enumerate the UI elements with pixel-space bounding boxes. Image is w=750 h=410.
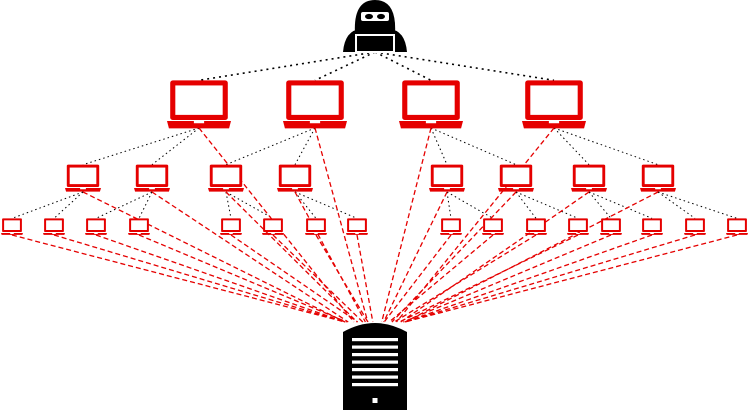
bot-laptop-icon (684, 218, 706, 235)
command-link (225, 127, 316, 166)
command-link (294, 191, 317, 219)
bot-laptop-icon (283, 80, 347, 129)
command-link (374, 51, 555, 82)
bot-laptop-icon (134, 164, 170, 192)
bot-laptop-icon (525, 218, 547, 235)
bot-laptop-icon (640, 164, 676, 192)
bot-laptop-icon (220, 218, 242, 235)
attack-link (225, 191, 358, 323)
attack-link (230, 234, 359, 323)
attack-link (383, 234, 452, 323)
command-link (446, 191, 494, 219)
attack-link (138, 234, 347, 323)
attack-link (53, 234, 346, 323)
bot-laptop-icon (262, 218, 284, 235)
command-link (294, 127, 316, 165)
server-icon (343, 323, 407, 410)
command-link (53, 191, 84, 219)
bot-laptop-icon (567, 218, 589, 235)
command-link (553, 127, 590, 166)
attack-links (11, 127, 738, 323)
attack-link (294, 191, 366, 323)
command-link (515, 191, 537, 219)
command-link (151, 127, 200, 166)
command-link (138, 191, 153, 219)
bot-laptop-icon (167, 80, 231, 129)
bot-laptop-icon (600, 218, 622, 235)
command-link (198, 51, 376, 82)
command-link (588, 191, 612, 219)
attack-link (404, 234, 696, 323)
attack-link (82, 191, 346, 323)
command-link (588, 191, 653, 219)
hacker-icon (343, 0, 407, 53)
bot-laptop-icon (482, 218, 504, 235)
attack-link (404, 234, 738, 323)
attack-link (272, 234, 364, 323)
command-link (374, 51, 432, 82)
attack-link (395, 127, 555, 323)
attack-link (381, 127, 432, 323)
attack-link (315, 234, 369, 323)
attack-link (388, 234, 494, 323)
attack-link (404, 234, 653, 323)
bot-laptop-icon (1, 218, 23, 235)
attack-link (399, 234, 579, 323)
command-link (657, 191, 696, 219)
command-link (225, 191, 232, 219)
attack-link (391, 191, 517, 323)
command-link (657, 191, 738, 219)
attack-link (393, 234, 537, 323)
command-link (314, 51, 376, 82)
bot-laptop-icon (429, 164, 465, 192)
attack-link (151, 191, 349, 323)
bot-laptop-icon (498, 164, 534, 192)
attack-link (400, 191, 590, 323)
bot-laptop-icon (85, 218, 107, 235)
bot-laptop-icon (571, 164, 607, 192)
command-link (95, 191, 153, 219)
bot-laptop-icon (440, 218, 462, 235)
bot-laptop-icon (305, 218, 327, 235)
bot-laptop-icon (522, 80, 586, 129)
attack-link (95, 234, 346, 323)
command-link (82, 127, 200, 166)
bot-laptop-icon (208, 164, 244, 192)
bot-laptop-icon (65, 164, 101, 192)
command-link (294, 191, 358, 219)
bot-laptop-icon (43, 218, 65, 235)
bot-laptop-icon (128, 218, 150, 235)
bot-laptop-icon (277, 164, 313, 192)
bot-laptop-icon (346, 218, 368, 235)
bot-laptop-icon (726, 218, 748, 235)
attack-link (314, 127, 369, 323)
command-link (430, 127, 517, 166)
command-link (553, 127, 659, 166)
attack-link (403, 234, 612, 323)
attack-link (356, 234, 374, 323)
attack-link (383, 191, 448, 323)
command-link (446, 191, 452, 219)
bot-laptop-icon (641, 218, 663, 235)
command-links (11, 51, 738, 219)
command-link (11, 191, 84, 219)
attack-link (11, 234, 346, 323)
command-link (515, 191, 579, 219)
bot-laptop-icon (399, 80, 463, 129)
